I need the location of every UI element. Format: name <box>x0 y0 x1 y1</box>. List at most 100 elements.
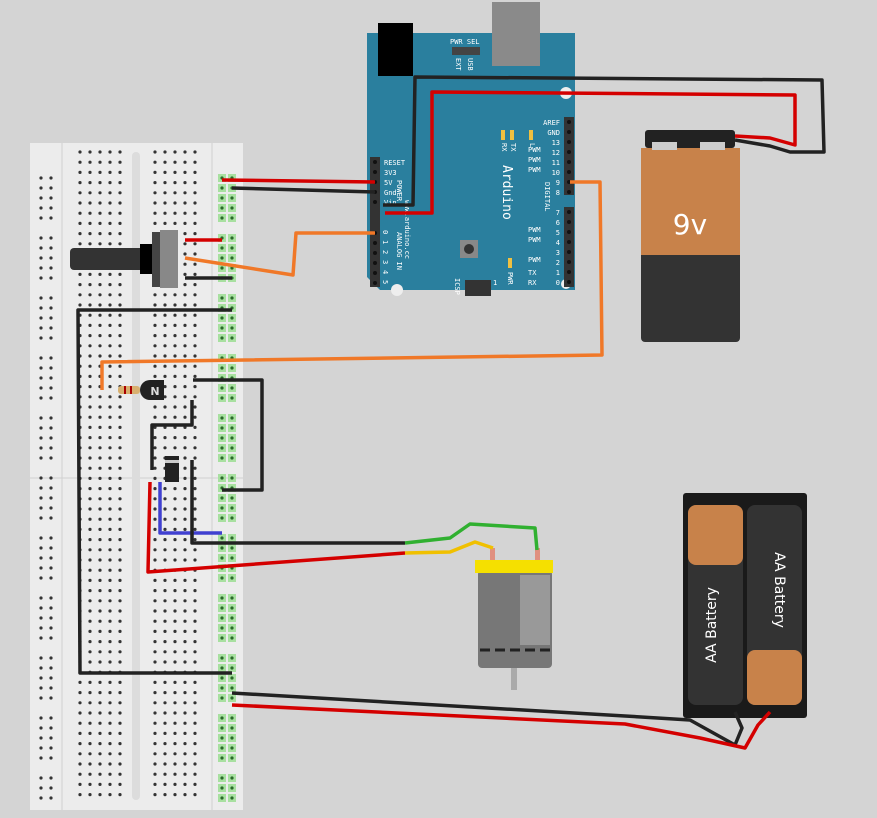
rail-hole[interactable] <box>230 596 234 600</box>
breadboard-hole[interactable] <box>108 619 112 623</box>
breadboard-hole[interactable] <box>118 507 122 511</box>
breadboard-hole[interactable] <box>193 252 197 256</box>
rail-hole[interactable] <box>39 386 43 390</box>
breadboard-hole[interactable] <box>173 364 177 368</box>
breadboard-hole[interactable] <box>163 660 167 664</box>
breadboard-hole[interactable] <box>88 558 92 562</box>
rail-hole[interactable] <box>49 676 53 680</box>
breadboard-hole[interactable] <box>98 793 102 797</box>
breadboard-hole[interactable] <box>173 385 177 389</box>
breadboard-hole[interactable] <box>118 711 122 715</box>
wire-red[interactable] <box>146 481 406 574</box>
breadboard-hole[interactable] <box>98 313 102 317</box>
breadboard-hole[interactable] <box>173 762 177 766</box>
rail-hole[interactable] <box>220 396 224 400</box>
breadboard-hole[interactable] <box>183 507 187 511</box>
rail-hole[interactable] <box>49 436 53 440</box>
breadboard-hole[interactable] <box>153 721 157 725</box>
rail-hole[interactable] <box>230 246 234 250</box>
breadboard-hole[interactable] <box>173 742 177 746</box>
rail-hole[interactable] <box>220 216 224 220</box>
breadboard-hole[interactable] <box>88 385 92 389</box>
breadboard-hole[interactable] <box>163 517 167 521</box>
rail-hole[interactable] <box>49 736 53 740</box>
breadboard-hole[interactable] <box>153 527 157 532</box>
breadboard-hole[interactable] <box>118 629 122 634</box>
rail-hole[interactable] <box>39 436 43 440</box>
breadboard-hole[interactable] <box>193 629 197 634</box>
breadboard-hole[interactable] <box>183 283 187 287</box>
breadboard-hole[interactable] <box>78 762 82 766</box>
breadboard-hole[interactable] <box>153 354 157 358</box>
breadboard-hole[interactable] <box>78 293 82 297</box>
breadboard-hole[interactable] <box>118 701 122 705</box>
breadboard-hole[interactable] <box>98 476 102 480</box>
breadboard-hole[interactable] <box>193 558 197 562</box>
rail-hole[interactable] <box>49 336 53 340</box>
breadboard-hole[interactable] <box>118 181 122 185</box>
breadboard-hole[interactable] <box>153 323 157 327</box>
breadboard-hole[interactable] <box>173 436 177 440</box>
rail-hole[interactable] <box>230 696 234 700</box>
breadboard-hole[interactable] <box>173 313 177 317</box>
rail-hole[interactable] <box>230 196 234 200</box>
breadboard-hole[interactable] <box>108 436 112 440</box>
breadboard-hole[interactable] <box>173 619 177 623</box>
breadboard-hole[interactable] <box>173 354 177 358</box>
breadboard-hole[interactable] <box>193 793 197 797</box>
breadboard-hole[interactable] <box>163 313 167 317</box>
breadboard-hole[interactable] <box>163 334 167 338</box>
breadboard-hole[interactable] <box>88 507 92 511</box>
breadboard-hole[interactable] <box>183 619 187 623</box>
breadboard-hole[interactable] <box>173 731 177 736</box>
breadboard-hole[interactable] <box>173 517 177 521</box>
rail-hole[interactable] <box>49 786 53 790</box>
breadboard-hole[interactable] <box>163 772 167 776</box>
rail-hole[interactable] <box>220 446 224 450</box>
breadboard-hole[interactable] <box>163 354 167 358</box>
breadboard-hole[interactable] <box>88 354 92 358</box>
breadboard-hole[interactable] <box>153 578 157 583</box>
breadboard-hole[interactable] <box>108 742 112 746</box>
breadboard-hole[interactable] <box>183 272 187 276</box>
breadboard-hole[interactable] <box>183 466 187 470</box>
rail-hole[interactable] <box>49 366 53 370</box>
breadboard-hole[interactable] <box>118 609 122 613</box>
breadboard-hole[interactable] <box>98 538 102 542</box>
breadboard-hole[interactable] <box>183 170 187 174</box>
breadboard-hole[interactable] <box>88 211 92 215</box>
breadboard-hole[interactable] <box>118 527 122 532</box>
breadboard-hole[interactable] <box>98 283 102 287</box>
rail-hole[interactable] <box>49 446 53 450</box>
breadboard-hole[interactable] <box>98 599 102 603</box>
breadboard-hole[interactable] <box>108 731 112 736</box>
breadboard-hole[interactable] <box>193 201 197 205</box>
breadboard-hole[interactable] <box>88 191 92 195</box>
breadboard-hole[interactable] <box>173 497 177 501</box>
breadboard-hole[interactable] <box>88 160 92 164</box>
breadboard-hole[interactable] <box>193 527 197 532</box>
rail-hole[interactable] <box>230 726 234 730</box>
rail-hole[interactable] <box>230 606 234 610</box>
wire-black[interactable] <box>193 378 264 492</box>
rail-hole[interactable] <box>220 676 224 680</box>
rail-hole[interactable] <box>49 626 53 630</box>
rail-hole[interactable] <box>39 666 43 670</box>
breadboard-hole[interactable] <box>88 415 92 419</box>
rail-hole[interactable] <box>39 256 43 260</box>
breadboard-hole[interactable] <box>118 364 122 368</box>
breadboard-hole[interactable] <box>183 323 187 327</box>
breadboard-hole[interactable] <box>98 742 102 746</box>
breadboard-hole[interactable] <box>183 640 187 644</box>
breadboard-hole[interactable] <box>163 436 167 440</box>
breadboard-hole[interactable] <box>98 334 102 338</box>
breadboard-hole[interactable] <box>163 374 167 378</box>
breadboard-hole[interactable] <box>88 609 92 613</box>
rail-hole[interactable] <box>49 536 53 540</box>
rail-hole[interactable] <box>220 616 224 620</box>
breadboard-hole[interactable] <box>88 425 92 429</box>
breadboard-hole[interactable] <box>163 364 167 368</box>
rail-hole[interactable] <box>220 656 224 660</box>
breadboard-hole[interactable] <box>153 650 157 654</box>
breadboard-hole[interactable] <box>88 446 92 450</box>
